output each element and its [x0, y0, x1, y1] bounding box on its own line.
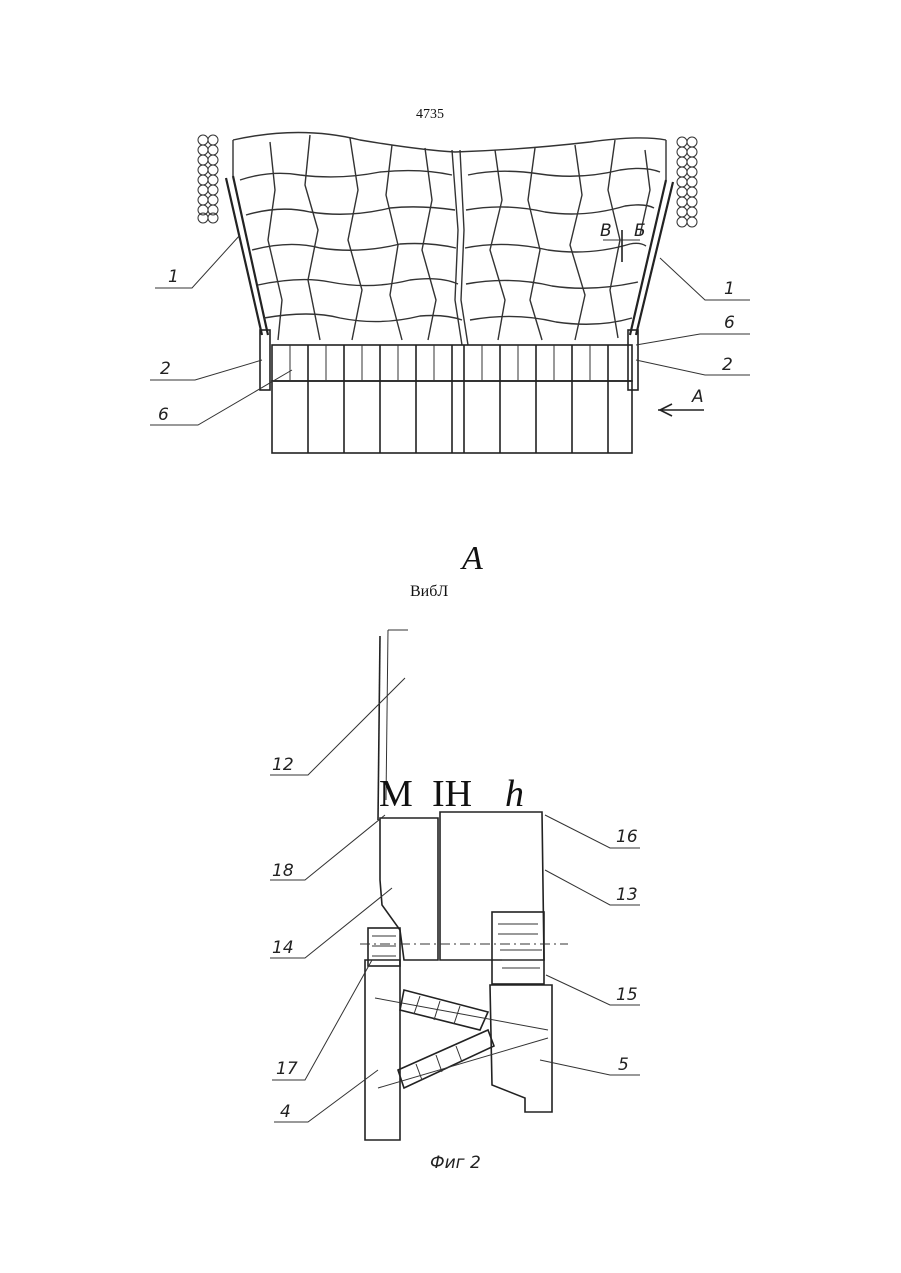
label-12: 12 — [272, 755, 294, 775]
label-5: 5 — [618, 1055, 629, 1075]
label-1-left: 1 — [168, 267, 179, 287]
label-14: 14 — [272, 938, 294, 958]
wall-left-inner — [233, 176, 268, 335]
label-6-right: 6 — [724, 313, 735, 333]
label-2-right: 2 — [722, 355, 733, 375]
section-label-v: В — [600, 221, 612, 241]
fig2-top-label-m: М — [379, 772, 413, 816]
view-heading-letter: A — [462, 540, 483, 578]
figure-1: В Б 1 2 6 1 6 2 А — [150, 133, 750, 454]
label-6-left: 6 — [158, 405, 169, 425]
part-4 — [365, 960, 400, 1140]
label-2-left: 2 — [160, 359, 171, 379]
part-5 — [490, 985, 552, 1112]
part-14 — [380, 818, 438, 960]
hinge-15 — [492, 912, 544, 984]
wall-left-outer — [226, 178, 262, 335]
figure-2: 12 18 14 17 4 16 13 15 5 Фиг 2 — [270, 630, 640, 1173]
label-15: 15 — [616, 985, 638, 1005]
wall-right-inner — [630, 180, 666, 335]
view-heading-caption: ВибЛ — [410, 583, 448, 601]
coil-right — [677, 137, 697, 227]
view-arrow-label: А — [691, 387, 704, 407]
fig2-top-label-ih: IН — [432, 772, 472, 816]
label-13: 13 — [616, 885, 638, 905]
label-1-right: 1 — [724, 279, 735, 299]
label-18: 18 — [272, 861, 294, 881]
fig2-top-label-h: h — [505, 772, 524, 816]
label-16: 16 — [616, 827, 638, 847]
figure-caption: Фиг 2 — [430, 1153, 481, 1173]
label-4: 4 — [280, 1102, 291, 1122]
label-17: 17 — [276, 1059, 298, 1079]
section-label-b: Б — [634, 221, 646, 241]
coil-left — [198, 135, 218, 223]
ingot-top-edge — [233, 133, 666, 153]
segmented-bottom — [272, 345, 632, 453]
crack-network — [240, 135, 660, 340]
